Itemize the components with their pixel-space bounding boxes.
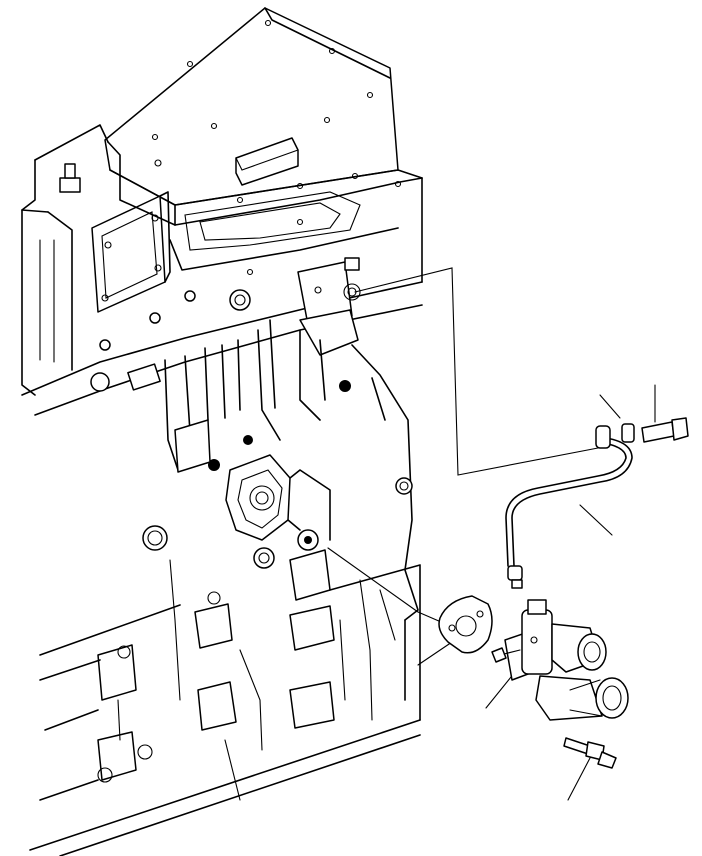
leader-lines [327,267,656,801]
bolt-pump [491,647,521,663]
banjo-fitting [563,737,617,769]
engine-block [21,7,423,856]
gasket [438,595,493,654]
fuel-feed-pump [504,599,629,721]
bolt-upper [641,417,689,443]
fuel-tube [505,423,635,589]
